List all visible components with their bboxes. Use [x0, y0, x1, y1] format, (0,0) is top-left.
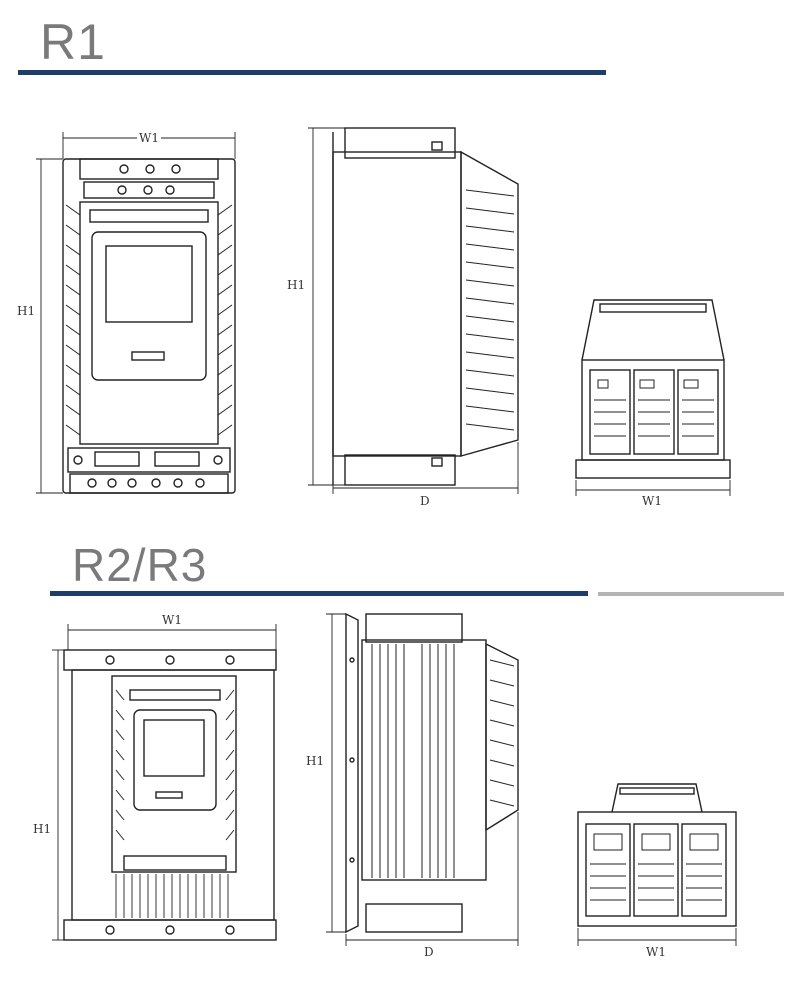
r1-bottom-view — [575, 299, 731, 479]
r1-front-view — [62, 158, 236, 494]
r2r3-front-height-label: H1 — [33, 822, 51, 836]
r2r3-bottom-width-label: W1 — [646, 945, 666, 959]
r1-side-view — [332, 127, 519, 486]
section-rule-r2r3 — [50, 591, 588, 596]
section-title-r1: R1 — [40, 14, 106, 70]
r1-bottom-dimensions — [575, 480, 731, 496]
section-rule-r2r3-light — [598, 592, 784, 596]
r2r3-bottom-dimensions — [577, 928, 737, 946]
r1-front-width-label: W1 — [139, 131, 159, 145]
r1-bottom-width-label: W1 — [642, 494, 662, 508]
r2r3-front-dimensions — [52, 624, 277, 941]
r2r3-side-dimensions — [326, 613, 519, 946]
r1-side-height-label: H1 — [287, 278, 305, 292]
r2r3-front-view — [63, 649, 277, 941]
r1-front-dimensions — [36, 132, 236, 494]
r1-side-dimensions — [308, 127, 519, 494]
r2r3-side-view — [345, 612, 519, 934]
r1-side-depth-label: D — [420, 494, 430, 508]
r2r3-front-width-label: W1 — [162, 613, 182, 627]
r2r3-side-depth-label: D — [424, 945, 434, 959]
section-rule-r1 — [18, 70, 606, 75]
r1-front-height-label: H1 — [17, 304, 35, 318]
r2r3-side-height-label: H1 — [306, 754, 324, 768]
r2r3-bottom-view — [577, 783, 737, 927]
section-title-r2r3: R2/R3 — [72, 539, 208, 591]
